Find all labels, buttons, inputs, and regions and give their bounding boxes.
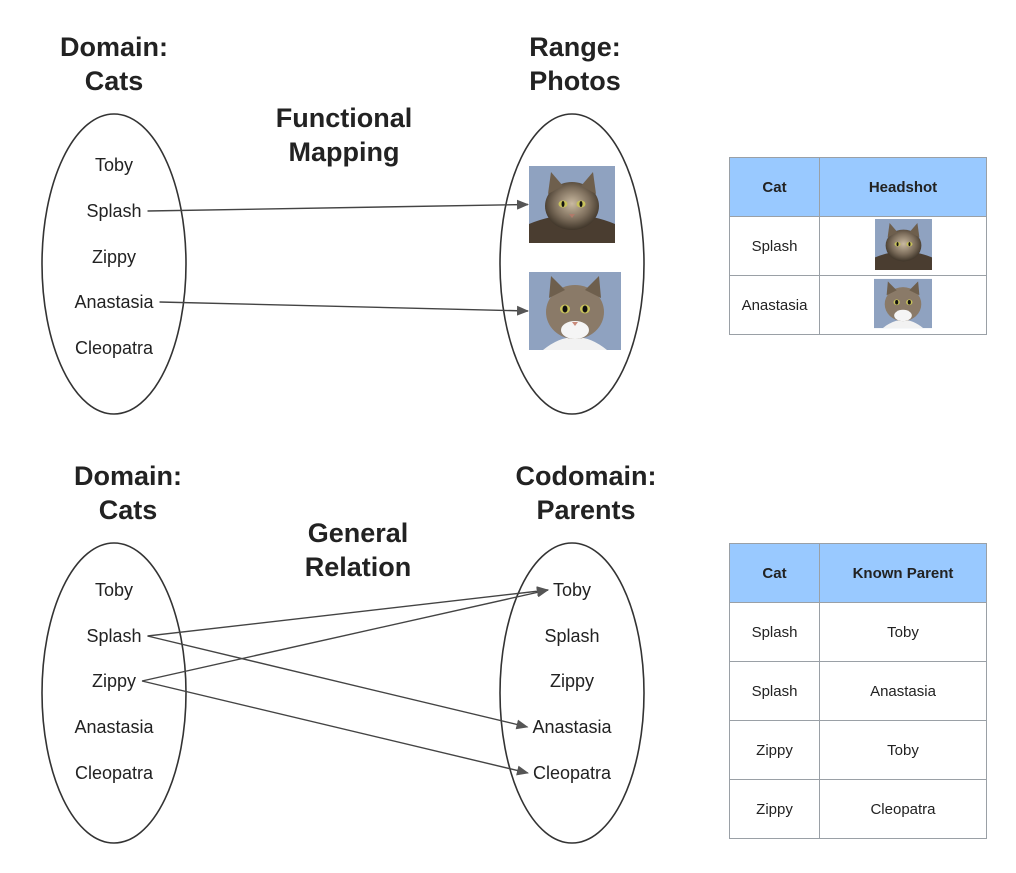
top-domain-item: Toby bbox=[94, 155, 134, 175]
known-parent-table: Cat Known Parent Splash Toby Splash Anas… bbox=[729, 543, 987, 839]
top-domain-item: Cleopatra bbox=[74, 338, 154, 358]
bottom-domain-ellipse bbox=[41, 542, 187, 844]
table-cell-cat: Splash bbox=[729, 602, 820, 662]
table-row: Anastasia bbox=[729, 275, 987, 335]
cat-photo-splash bbox=[529, 166, 615, 243]
table-row: Zippy Cleopatra bbox=[729, 779, 987, 839]
codomain-item: Zippy bbox=[549, 671, 595, 691]
table-cell-cat: Splash bbox=[729, 216, 820, 276]
codomain-item: Cleopatra bbox=[532, 763, 612, 783]
table-row: Zippy Toby bbox=[729, 720, 987, 780]
table-cell-cat: Splash bbox=[729, 661, 820, 721]
codomain-item: Splash bbox=[544, 626, 600, 646]
bottom-domain-item: Splash bbox=[86, 626, 142, 646]
table-cell-parent: Toby bbox=[819, 602, 987, 662]
table-row: Splash Toby bbox=[729, 602, 987, 662]
mapping-arrow-anastasia bbox=[159, 301, 529, 316]
table-header-cat: Cat bbox=[729, 157, 820, 217]
bottom-domain-item: Toby bbox=[94, 580, 134, 600]
top-domain-item: Anastasia bbox=[74, 292, 154, 312]
table-cell-parent: Cleopatra bbox=[819, 779, 987, 839]
bottom-domain-heading: Domain:Cats bbox=[74, 461, 182, 525]
relation-arrow-splash-anastasia bbox=[147, 635, 529, 730]
bottom-domain-item: Cleopatra bbox=[74, 763, 154, 783]
bottom-codomain-ellipse bbox=[499, 542, 645, 844]
headshot-table: Cat Headshot Splash Anastasia bbox=[729, 157, 987, 335]
relation-arrow-zippy-cleopatra bbox=[141, 680, 529, 776]
table-cell-cat: Zippy bbox=[729, 779, 820, 839]
top-domain-ellipse bbox=[41, 113, 187, 415]
table-cell-parent: Anastasia bbox=[819, 661, 987, 721]
table-cell-cat: Zippy bbox=[729, 720, 820, 780]
relation-arrow-zippy-toby bbox=[141, 587, 549, 682]
cat-photo-anastasia bbox=[529, 272, 621, 350]
relation-arrow-splash-toby bbox=[147, 586, 549, 637]
bottom-domain-item: Anastasia bbox=[74, 717, 154, 737]
top-domain-item: Zippy bbox=[91, 247, 137, 267]
top-range-ellipse bbox=[499, 113, 645, 415]
cat-thumbnail-anastasia bbox=[874, 278, 932, 333]
top-domain-item: Splash bbox=[86, 201, 142, 221]
top-domain-heading: Domain:Cats bbox=[60, 32, 168, 96]
codomain-item: Toby bbox=[552, 580, 592, 600]
table-header-known-parent: Known Parent bbox=[819, 543, 987, 603]
table-cell-cat: Anastasia bbox=[729, 275, 820, 335]
table-cell-headshot bbox=[819, 216, 987, 276]
table-row: Splash bbox=[729, 216, 987, 276]
mapping-arrow-splash bbox=[147, 199, 529, 212]
top-range-heading: Range:Photos bbox=[529, 32, 621, 96]
bottom-domain-item: Zippy bbox=[91, 671, 137, 691]
table-row: Splash Anastasia bbox=[729, 661, 987, 721]
bottom-codomain-heading: Codomain:Parents bbox=[515, 461, 657, 525]
table-header-cat: Cat bbox=[729, 543, 820, 603]
table-header-headshot: Headshot bbox=[819, 157, 987, 217]
codomain-item: Anastasia bbox=[532, 717, 612, 737]
cat-thumbnail-splash bbox=[874, 218, 932, 274]
table-cell-headshot bbox=[819, 275, 987, 335]
table-cell-parent: Toby bbox=[819, 720, 987, 780]
